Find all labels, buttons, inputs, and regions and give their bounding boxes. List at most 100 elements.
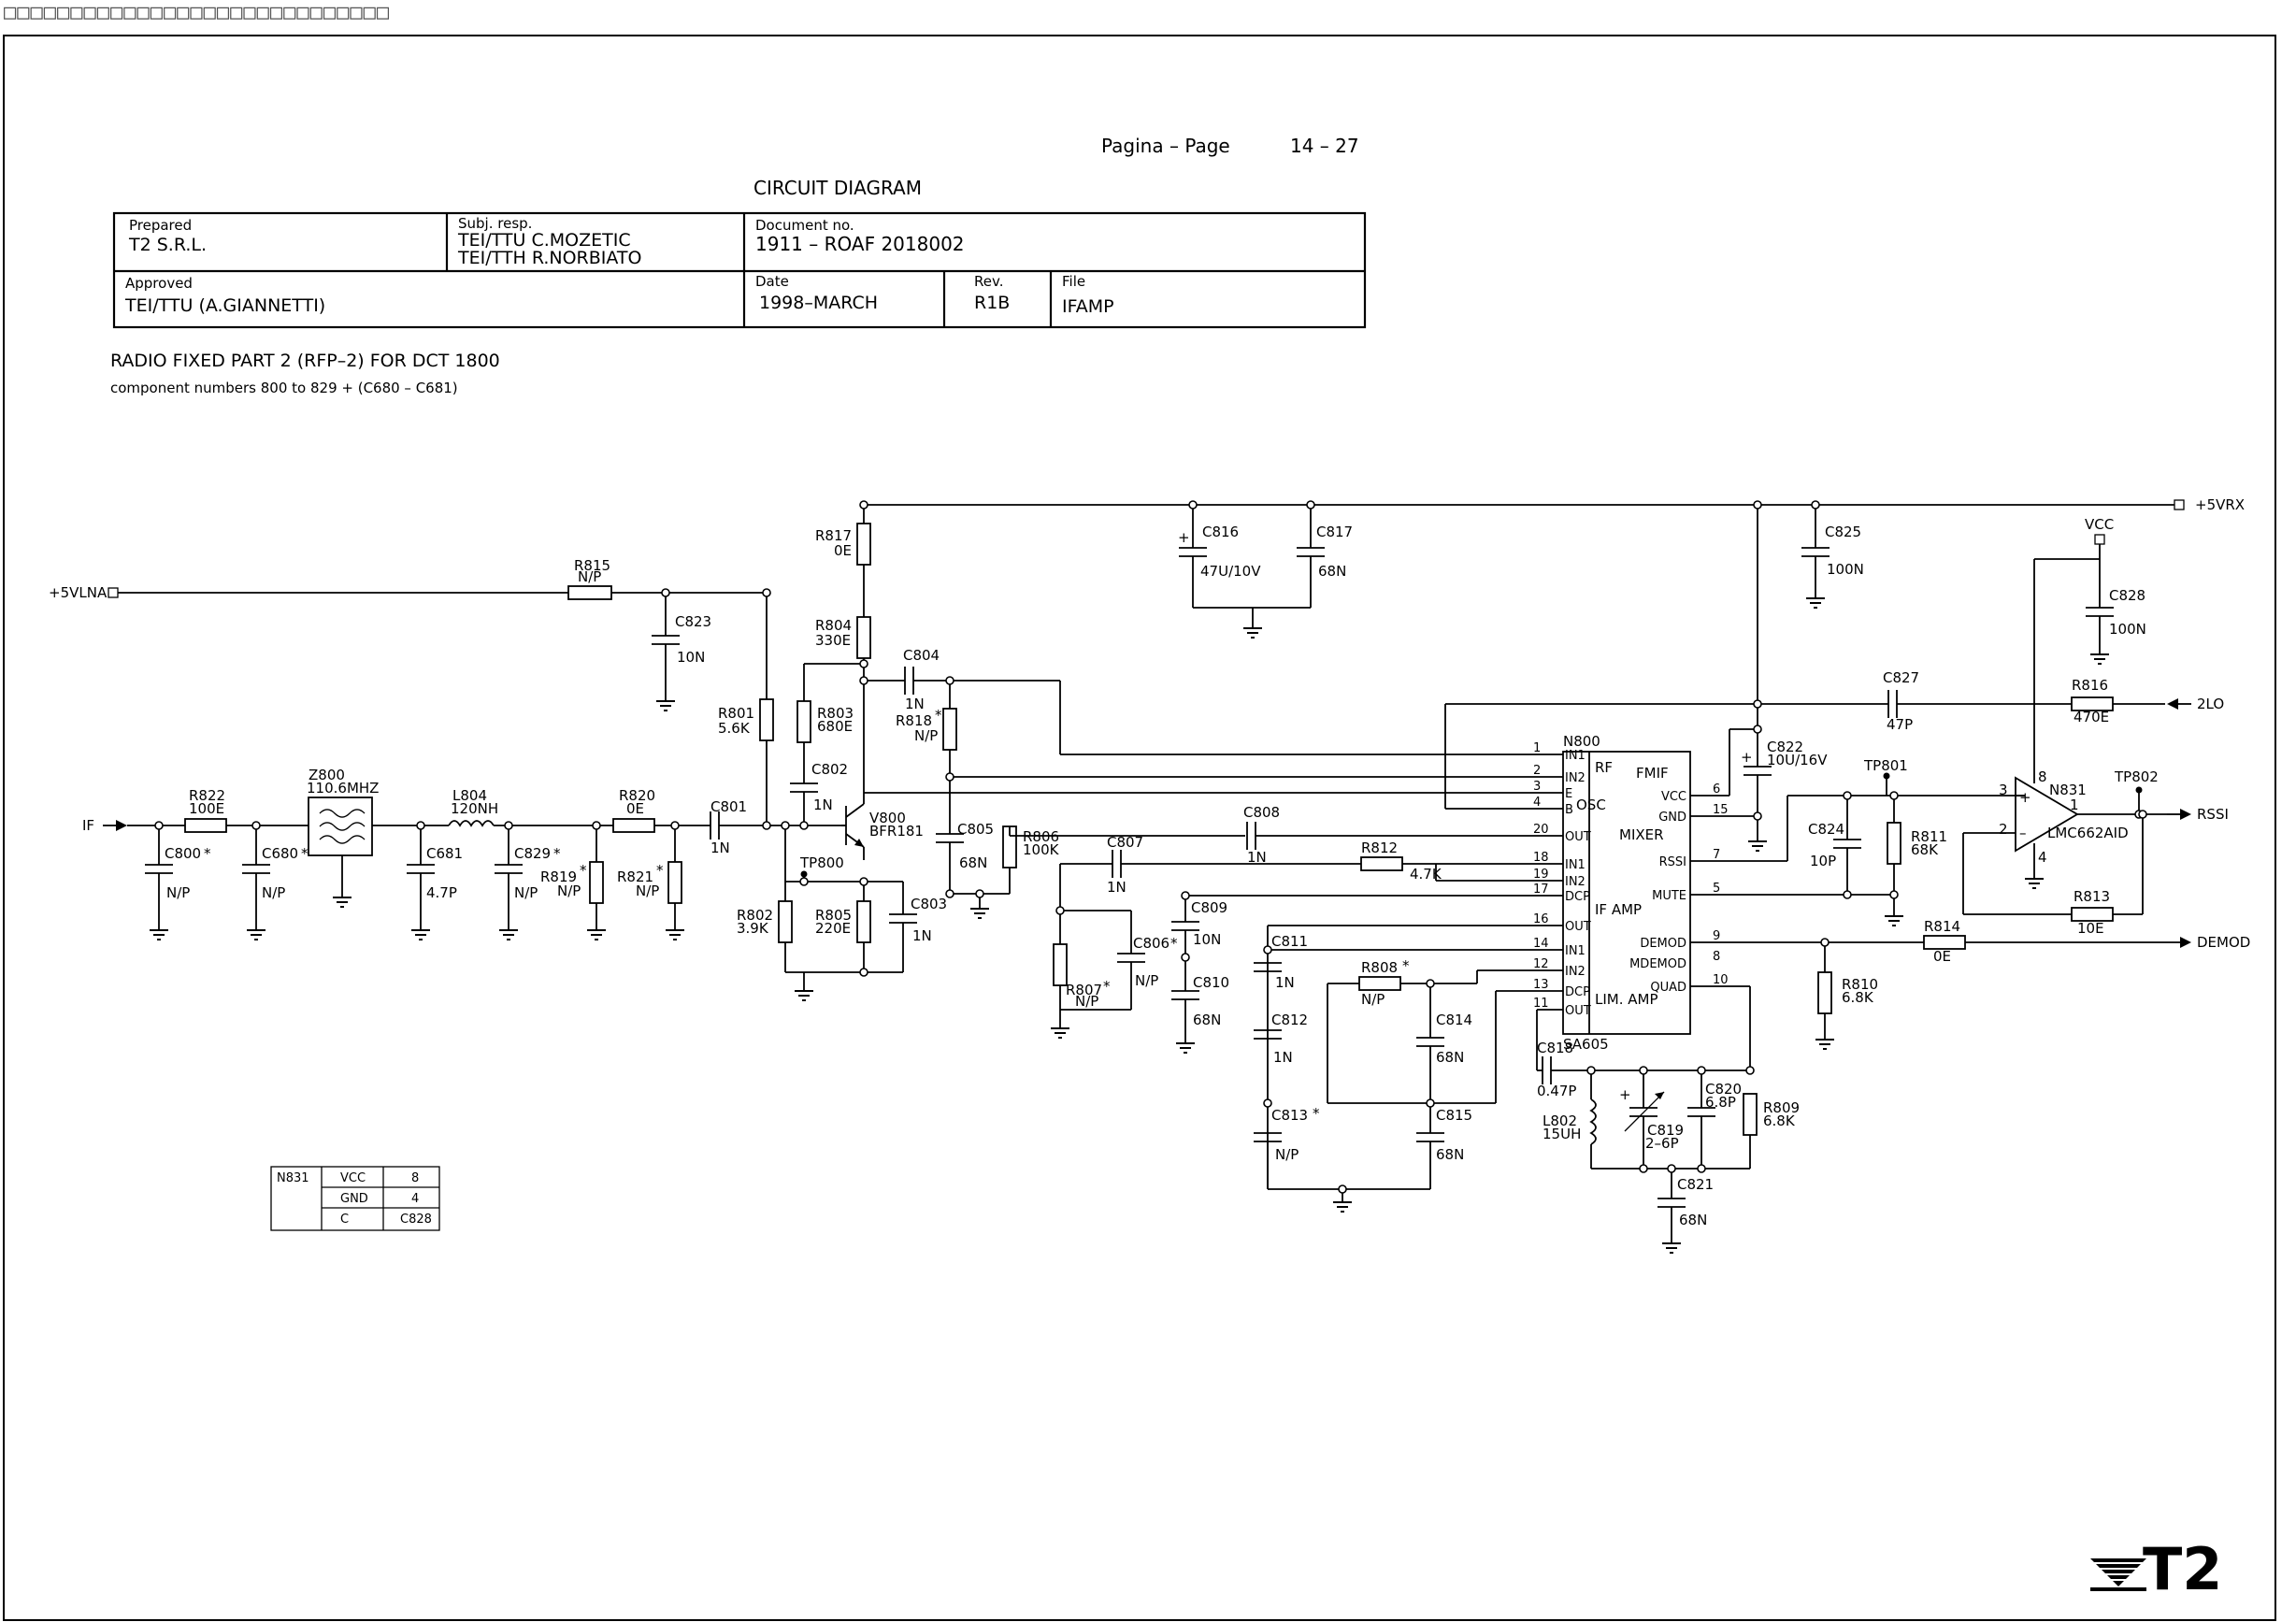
junction-dot [945, 889, 954, 898]
ic-pin-number: 7 [1713, 848, 1720, 862]
junction-dot [945, 772, 954, 782]
junction-dot [975, 889, 984, 898]
junction-dot [1426, 1098, 1435, 1108]
svg-text:R817: R817 [815, 527, 852, 544]
ic-pin-name: IN2 [1565, 875, 1586, 889]
junction-dot [1811, 500, 1820, 510]
junction-dot [945, 676, 954, 685]
ic-pin-number: 16 [1533, 912, 1549, 926]
svg-text:R816: R816 [2072, 677, 2108, 694]
rssi-buffer: C824 10P R811 68K TP801 + – N831 LMC662A… [1690, 516, 2250, 1040]
svg-text:R804: R804 [815, 617, 852, 634]
ic-pin-name: DCP [1565, 985, 1590, 999]
resistor-r811 [1887, 822, 1901, 865]
svg-text:0E: 0E [626, 800, 644, 817]
svg-text:+: + [1619, 1086, 1631, 1103]
junction-dot [1843, 890, 1852, 899]
svg-text:N/P: N/P [1361, 991, 1385, 1008]
svg-text:10E: 10E [2077, 920, 2104, 937]
approved-value: TEI/TTU (A.GIANNETTI) [124, 295, 325, 316]
resistor-r810 [1817, 971, 1832, 1014]
ic-pin-number: 13 [1533, 978, 1549, 992]
resistor-r805 [856, 900, 871, 943]
svg-text:1N: 1N [905, 696, 925, 712]
input-filter-section: IF R822 100E C800 * N/P C680 * N/P Z800 … [82, 767, 846, 930]
svg-text:10U/16V: 10U/16V [1767, 752, 1828, 768]
svg-text:47P: 47P [1887, 716, 1913, 733]
svg-text:8: 8 [2038, 768, 2047, 785]
svg-text:R801: R801 [718, 705, 754, 722]
svg-text:C806: C806 [1133, 935, 1170, 952]
ic-pin-number: 17 [1533, 883, 1549, 897]
svg-text:C809: C809 [1191, 899, 1227, 916]
svg-text:C821: C821 [1677, 1176, 1714, 1193]
ic-pin-name: MDEMOD [1629, 957, 1686, 971]
svg-text:OSC: OSC [1576, 797, 1606, 813]
svg-text:220E: 220E [815, 920, 851, 937]
subj-resp-label: Subj. resp. [458, 215, 532, 232]
svg-text:*: * [553, 845, 561, 862]
resistor-r815 [567, 585, 612, 600]
junction-dot [1667, 1164, 1676, 1173]
junction-dot [859, 500, 868, 510]
svg-text:6.8P: 6.8P [1705, 1094, 1736, 1111]
transistor-v800-ref: V800 [869, 810, 906, 826]
junction-dots [154, 500, 2147, 1194]
resistor-r819 [589, 861, 604, 904]
ic-pin-number: 14 [1533, 937, 1549, 951]
ic-pin-number: 8 [1713, 950, 1720, 964]
ic-pin-number: 5 [1713, 882, 1720, 896]
svg-text:N/P: N/P [557, 883, 581, 899]
junction-dot [1586, 1066, 1596, 1075]
window-title-glyphs: □□□□□□□□□□□□□□□□□□□□□□□□□□□□□ [4, 1, 391, 24]
sheet-subtitle: component numbers 800 to 829 + (C680 – C… [110, 380, 458, 396]
junction-dot [1745, 1066, 1755, 1075]
svg-text:C802: C802 [811, 761, 848, 778]
title-block: Pagina – Page 14 – 27 CIRCUIT DIAGRAM Pr… [112, 135, 1367, 329]
junction-dot [251, 821, 261, 830]
junction-dot [1697, 1066, 1706, 1075]
svg-text:C807: C807 [1107, 834, 1143, 851]
svg-text:C818: C818 [1537, 1040, 1573, 1056]
supply-decoupling: + C816 47U/10V C817 68N C825 100N + C822… [1178, 505, 2224, 841]
svg-text:N/P: N/P [514, 884, 538, 901]
ic-pin-name: OUT [1565, 920, 1591, 934]
date-label: Date [755, 273, 789, 290]
junction-dot [859, 659, 868, 668]
svg-text:R821: R821 [617, 868, 653, 885]
junction-dot [1306, 500, 1315, 510]
junction-dot [1263, 945, 1272, 955]
document-number-label: Document no. [755, 217, 854, 234]
svg-text:1N: 1N [912, 927, 932, 944]
svg-text:68N: 68N [1318, 563, 1346, 580]
svg-text:R806: R806 [1023, 828, 1059, 845]
svg-text:C819: C819 [1647, 1122, 1684, 1139]
svg-text:*: * [1170, 935, 1178, 952]
svg-text:15UH: 15UH [1543, 1126, 1581, 1142]
svg-text:N/P: N/P [166, 884, 190, 901]
resistor-r813 [2071, 907, 2114, 922]
svg-text:120NH: 120NH [451, 800, 498, 817]
svg-text:C803: C803 [911, 896, 947, 912]
junction-dot [762, 588, 771, 597]
transistor-stage: R815 N/P C823 10N R817 0E R804 330E R801… [567, 505, 1060, 991]
revision-label: Rev. [974, 273, 1003, 290]
port-demod: DEMOD [2197, 934, 2250, 951]
junction-dot [1188, 500, 1198, 510]
svg-text:+: + [1741, 749, 1753, 766]
svg-text:L804: L804 [452, 787, 487, 804]
svg-text:RF: RF [1595, 759, 1613, 776]
svg-text:100K: 100K [1023, 841, 1060, 858]
junction-dot [799, 821, 809, 830]
svg-text:C822: C822 [1767, 739, 1803, 755]
svg-text:*: * [1313, 1105, 1320, 1122]
svg-text:C825: C825 [1825, 524, 1861, 540]
ic-pin-number: 6 [1713, 782, 1720, 797]
svg-text:680E: 680E [817, 718, 853, 735]
svg-text:6.8K: 6.8K [1763, 1112, 1796, 1129]
svg-text:R802: R802 [737, 907, 773, 924]
svg-text:3: 3 [1999, 782, 2008, 798]
junction-dot [1055, 906, 1065, 915]
resistor-r804 [856, 616, 871, 659]
svg-text:Z800: Z800 [309, 767, 345, 783]
